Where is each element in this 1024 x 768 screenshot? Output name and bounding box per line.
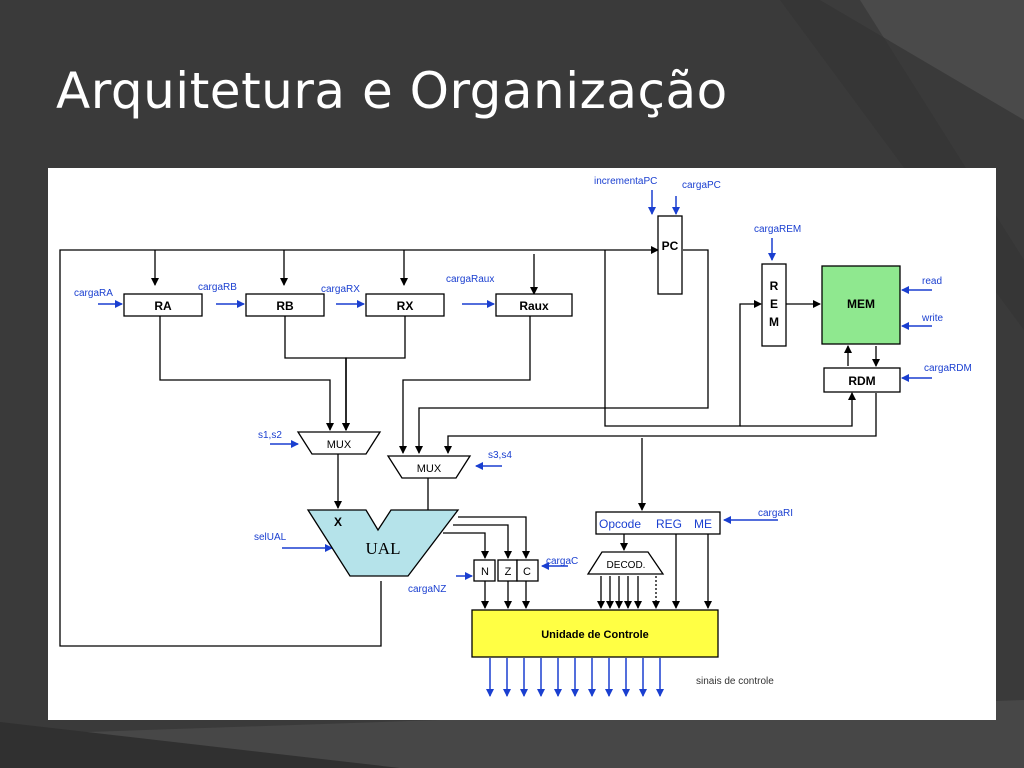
flag-z-label: Z xyxy=(505,566,512,578)
signal-write: write xyxy=(921,313,944,324)
signal-carga-rdm: cargaRDM xyxy=(924,363,972,374)
mux-2 xyxy=(386,455,472,479)
wire-rx-mux1 xyxy=(345,316,406,430)
flag-n xyxy=(473,559,496,582)
slide-title: Arquitetura e Organização xyxy=(56,62,728,120)
wire-raux-mux2 xyxy=(399,316,531,454)
signal-carga-rb: cargaRB xyxy=(198,282,237,293)
signal-carga-ri: cargaRI xyxy=(758,508,793,519)
flag-c-label: C xyxy=(523,566,531,578)
signal-control-outputs: sinais de controle xyxy=(696,676,774,687)
register-rb xyxy=(245,293,325,317)
wire-rdm-mux2 xyxy=(444,393,877,454)
signal-read: read xyxy=(922,276,942,287)
register-ra xyxy=(123,293,203,317)
mux1-label: MUX xyxy=(327,439,352,451)
wire-ual-c xyxy=(458,516,530,559)
signal-sel-ual: selUAL xyxy=(254,532,287,543)
ra-label: RA xyxy=(154,299,172,313)
decoder-block xyxy=(586,551,665,575)
rem-label-r: R xyxy=(770,279,779,293)
control-unit xyxy=(471,609,719,658)
signal-carga-pc: cargaPC xyxy=(682,180,721,191)
register-rdm xyxy=(823,367,901,393)
control-unit-label: Unidade de Controle xyxy=(541,629,649,641)
signal-carga-raux: cargaRaux xyxy=(446,274,494,285)
flag-n-label: N xyxy=(481,566,489,578)
memory-block xyxy=(821,265,901,345)
signal-carga-c: cargaC xyxy=(546,556,578,567)
signal-carga-nz: cargaNZ xyxy=(408,584,446,595)
wire-pc-rdm xyxy=(740,392,856,427)
ri-opcode-label: Opcode xyxy=(599,517,641,531)
ual-label: UAL xyxy=(366,539,401,558)
wire-bus-rem xyxy=(604,250,762,427)
register-raux xyxy=(495,293,573,317)
rb-label: RB xyxy=(276,299,294,313)
signal-carga-ra: cargaRA xyxy=(74,288,113,299)
signal-carga-rem: cargaREM xyxy=(754,224,801,235)
rem-label-e: E xyxy=(770,297,778,311)
raux-label: Raux xyxy=(519,299,549,313)
signal-s3s4: s3,s4 xyxy=(488,450,512,461)
wire-rb-mux1 xyxy=(284,316,350,431)
pc-label: PC xyxy=(662,239,679,253)
architecture-diagram: RA RB RX Raux PC R E M MEM RDM X Unidade… xyxy=(48,168,996,720)
mux2-label: MUX xyxy=(417,463,442,475)
ual-block xyxy=(306,509,460,577)
wire-ual-z xyxy=(453,524,512,559)
signal-carga-rx: cargaRX xyxy=(321,284,360,295)
rdm-label: RDM xyxy=(848,374,875,388)
wire-ual-n xyxy=(443,532,489,559)
wire-pc-mux2 xyxy=(415,249,709,454)
register-ri xyxy=(595,511,721,535)
register-pc xyxy=(657,215,683,295)
datapath-svg: RA RB RX Raux PC R E M MEM RDM X Unidade… xyxy=(59,176,972,697)
wire-ual-feedback xyxy=(59,246,659,647)
register-rx xyxy=(365,293,445,317)
ri-me-label: ME xyxy=(694,517,712,531)
mem-label: MEM xyxy=(847,297,875,311)
register-rem xyxy=(761,263,787,347)
signal-s1s2: s1,s2 xyxy=(258,430,282,441)
flag-c xyxy=(516,559,539,582)
mux-1 xyxy=(296,431,382,455)
rx-label: RX xyxy=(397,299,414,313)
signal-incrementa-pc: incrementaPC xyxy=(594,176,657,187)
ual-x-label: X xyxy=(334,515,342,529)
wire-ra-mux1 xyxy=(159,316,334,431)
ri-reg-label: REG xyxy=(656,517,682,531)
rem-label-m: M xyxy=(769,315,779,329)
decod-label: DECOD. xyxy=(607,560,646,571)
